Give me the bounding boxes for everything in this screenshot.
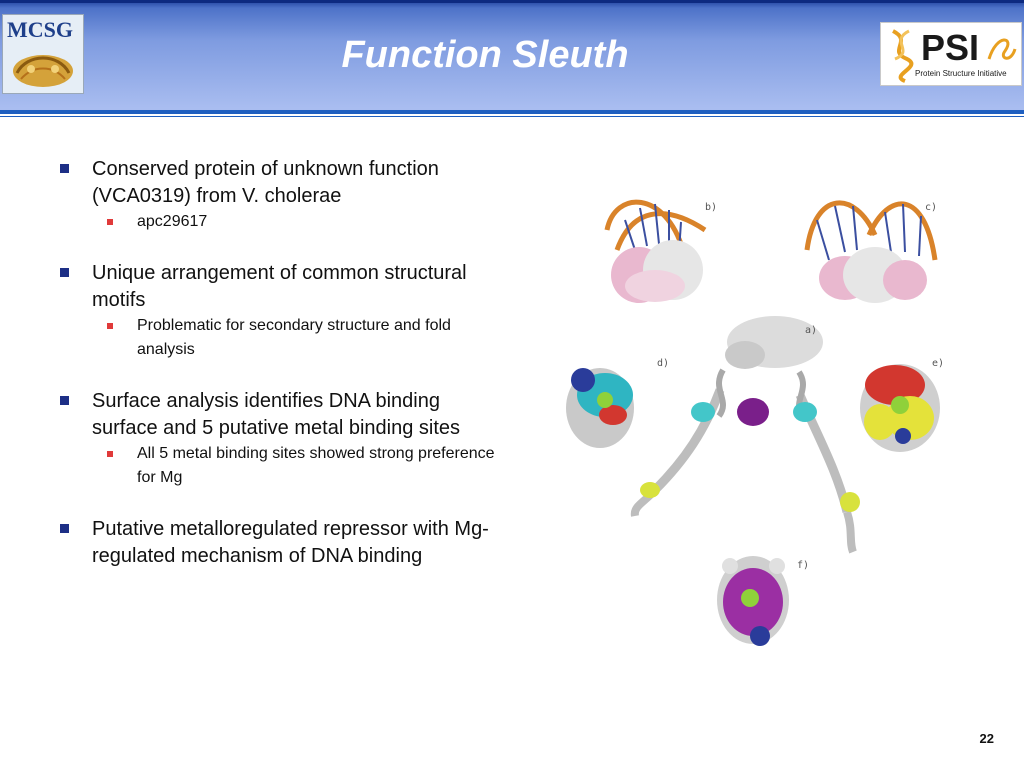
sub-bullet-1-1-text: apc29617 bbox=[137, 213, 208, 230]
bullet-3: Surface analysis identifies DNA binding … bbox=[60, 388, 500, 442]
psi-logo-subtext: Protein Structure Initiative bbox=[915, 69, 1007, 78]
slide-title: Function Sleuth bbox=[341, 34, 629, 76]
header-rule-thin bbox=[0, 116, 1024, 117]
bullet-3-text: Surface analysis identifies DNA binding … bbox=[92, 390, 460, 439]
header-top-line bbox=[0, 0, 1024, 3]
panel-a: a) bbox=[630, 316, 860, 554]
panel-d: d) bbox=[566, 358, 669, 448]
psi-logo: PSI Protein Structure Initiative bbox=[880, 22, 1022, 86]
sub-bullet-1-1: apc29617 bbox=[60, 210, 500, 234]
bullet-2: Unique arrangement of common structural … bbox=[60, 260, 500, 314]
bullet-marker bbox=[60, 524, 69, 533]
panel-b-label: b) bbox=[705, 202, 717, 213]
sub-bullet-marker bbox=[107, 451, 113, 457]
bullet-list: Conserved protein of unknown function (V… bbox=[60, 156, 500, 570]
header-rule-thick bbox=[0, 110, 1024, 114]
bullet-1-text: Conserved protein of unknown function (V… bbox=[92, 158, 439, 207]
panel-f-label: f) bbox=[797, 560, 809, 571]
panel-e-label: e) bbox=[932, 358, 944, 369]
psi-logo-swirl bbox=[987, 38, 1017, 60]
sub-bullet-3-1-text: All 5 metal binding sites showed strong … bbox=[137, 445, 495, 486]
psi-logo-text: PSI bbox=[921, 27, 980, 68]
panel-a-label: a) bbox=[805, 325, 817, 336]
sub-bullet-3-1: All 5 metal binding sites showed strong … bbox=[60, 442, 500, 490]
panel-f: f) bbox=[717, 556, 809, 646]
bullet-marker bbox=[60, 396, 69, 405]
sub-bullet-marker bbox=[107, 219, 113, 225]
sub-bullet-marker bbox=[107, 323, 113, 329]
panel-b: b) bbox=[604, 199, 717, 303]
panel-c: c) bbox=[804, 200, 938, 303]
bullet-marker bbox=[60, 164, 69, 173]
mcsg-logo-emblem bbox=[13, 55, 73, 87]
mcsg-logo-text: MCSG bbox=[7, 17, 73, 42]
bullet-2-text: Unique arrangement of common structural … bbox=[92, 262, 467, 311]
bullet-4-text: Putative metalloregulated repressor with… bbox=[92, 518, 489, 567]
protein-structure-figure: b) c) a) d) bbox=[566, 199, 944, 646]
bullet-4: Putative metalloregulated repressor with… bbox=[60, 516, 500, 570]
panel-e: e) bbox=[860, 358, 944, 452]
mcsg-logo: MCSG bbox=[2, 14, 84, 94]
bullet-marker bbox=[60, 268, 69, 277]
panel-d-label: d) bbox=[657, 358, 669, 369]
sub-bullet-2-1: Problematic for secondary structure and … bbox=[60, 314, 500, 362]
bullet-1: Conserved protein of unknown function (V… bbox=[60, 156, 500, 210]
psi-helix-icon bbox=[891, 29, 914, 83]
slide-header bbox=[0, 0, 1024, 110]
panel-c-label: c) bbox=[925, 202, 937, 213]
page-number: 22 bbox=[979, 731, 994, 746]
sub-bullet-2-1-text: Problematic for secondary structure and … bbox=[137, 317, 451, 358]
